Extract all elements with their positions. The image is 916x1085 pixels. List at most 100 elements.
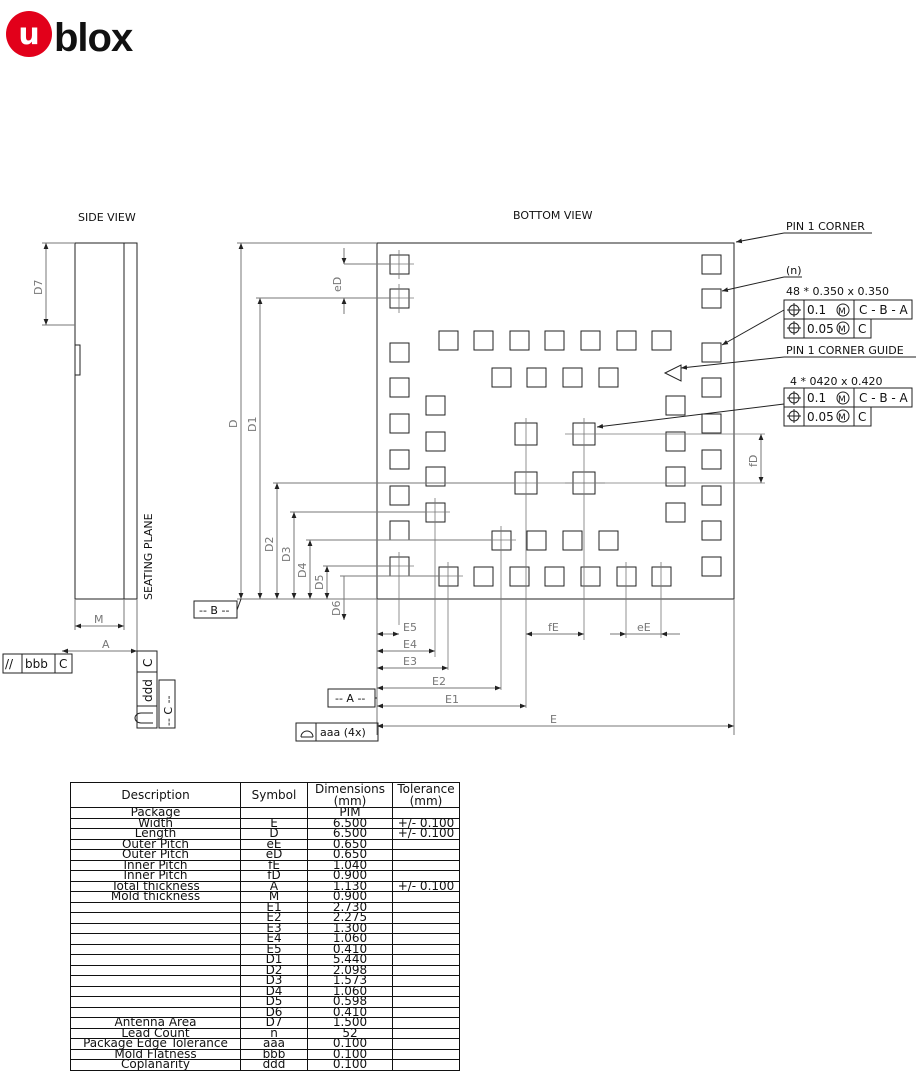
cell-symbol: D1 — [240, 954, 308, 966]
parallel-icon: // — [5, 657, 14, 671]
cell-tolerance — [392, 996, 460, 1008]
fcf48-ref1: C - B - A — [859, 303, 909, 317]
cell-description: Package — [70, 807, 241, 819]
cell-description: Lead Count — [70, 1027, 241, 1039]
pads — [389, 254, 722, 587]
cell-symbol: D7 — [240, 1017, 308, 1029]
cell-description: Width — [70, 817, 241, 829]
cell-description: Package Edge Tolerance — [70, 1038, 241, 1050]
pin1-guide-label: PIN 1 CORNER GUIDE — [786, 344, 904, 357]
cell-tolerance — [392, 1048, 460, 1060]
dim-d4: D4 — [296, 563, 309, 578]
cell-dimension: 2.098 — [307, 964, 393, 976]
header-dimensions: Dimensions (mm) — [307, 782, 393, 808]
fcf4-tol2: 0.05 — [807, 410, 834, 424]
profile-icon — [300, 730, 314, 738]
dim-d1: D1 — [246, 417, 259, 432]
vertical-dimensions — [237, 242, 764, 620]
cell-tolerance — [392, 807, 460, 819]
cell-tolerance: +/- 0.100 — [392, 817, 460, 829]
dim-e3: E3 — [403, 655, 417, 668]
dim-d7: D7 — [32, 280, 45, 295]
header-description: Description — [70, 782, 241, 808]
cell-symbol: E5 — [240, 943, 308, 955]
cell-symbol: D6 — [240, 1006, 308, 1018]
cell-symbol: bbb — [240, 1048, 308, 1060]
fcf-ddd: ddd — [141, 679, 155, 702]
package-drawing: SIDE VIEW BOTTOM VIEW D7 SEATING PLANE M… — [2, 209, 916, 742]
cell-tolerance — [392, 859, 460, 871]
logo-circle-icon: u — [6, 11, 52, 57]
cell-tolerance — [392, 975, 460, 987]
header-symbol: Symbol — [240, 782, 308, 808]
bottom-view-title: BOTTOM VIEW — [513, 209, 593, 222]
cell-description — [70, 985, 241, 997]
datum-b-box: -- B -- — [193, 598, 242, 619]
cell-symbol: M — [240, 891, 308, 903]
cell-symbol: fE — [240, 859, 308, 871]
side-view: D7 SEATING PLANE M A — [32, 242, 155, 655]
cell-tolerance — [392, 954, 460, 966]
cell-symbol: E2 — [240, 912, 308, 924]
cell-description — [70, 922, 241, 934]
profile-icon — [134, 712, 153, 724]
cell-tolerance — [392, 901, 460, 913]
cell-symbol: n — [240, 1027, 308, 1039]
flatness-fcf: // bbb C — [2, 653, 73, 674]
cell-symbol — [240, 807, 308, 819]
cell-tolerance — [392, 1017, 460, 1029]
cell-description — [70, 901, 241, 913]
dim-ed: eD — [331, 277, 344, 292]
dim-e: E — [550, 713, 557, 726]
cell-dimension: 1.130 — [307, 880, 393, 892]
datum-b: -- B -- — [199, 604, 229, 617]
pin1-guide-mark — [663, 364, 682, 382]
cell-description: Total thickness — [70, 880, 241, 892]
n-label: (n) — [786, 264, 802, 277]
fcf4-ref2: C — [858, 410, 866, 424]
logo-text: blox — [54, 16, 133, 60]
cell-dimension: 0.650 — [307, 838, 393, 850]
cell-tolerance — [392, 964, 460, 976]
cell-symbol: D — [240, 828, 308, 840]
mmc-m: M — [838, 325, 846, 335]
dim-e1: E1 — [445, 693, 459, 706]
cell-dimension: 6.500 — [307, 828, 393, 840]
datum-a-box: -- A -- — [327, 688, 377, 708]
cell-symbol: D3 — [240, 975, 308, 987]
datum-c: -- C -- — [162, 695, 175, 726]
bottom-view — [376, 242, 765, 708]
cell-symbol: E — [240, 817, 308, 829]
cell-dimension: 0.650 — [307, 849, 393, 861]
cell-symbol: D2 — [240, 964, 308, 976]
cell-dimension: 1.500 — [307, 1017, 393, 1029]
cell-dimension: PIM — [307, 807, 393, 819]
dim-d6: D6 — [330, 601, 343, 616]
edge-tolerance-fcf: aaa (4x) — [295, 722, 379, 742]
cell-dimension: 5.440 — [307, 954, 393, 966]
cell-dimension: 1.060 — [307, 933, 393, 945]
cell-dimension: 0.900 — [307, 891, 393, 903]
fcf-c-vert: C — [141, 659, 155, 667]
dim-d2: D2 — [263, 537, 276, 552]
pads4-fcf: 0.1 M C - B - A 0.05 M C — [783, 387, 913, 427]
cell-dimension: 0.100 — [307, 1048, 393, 1060]
cell-description: Mold thickness — [70, 891, 241, 903]
dim-e4: E4 — [403, 638, 417, 651]
